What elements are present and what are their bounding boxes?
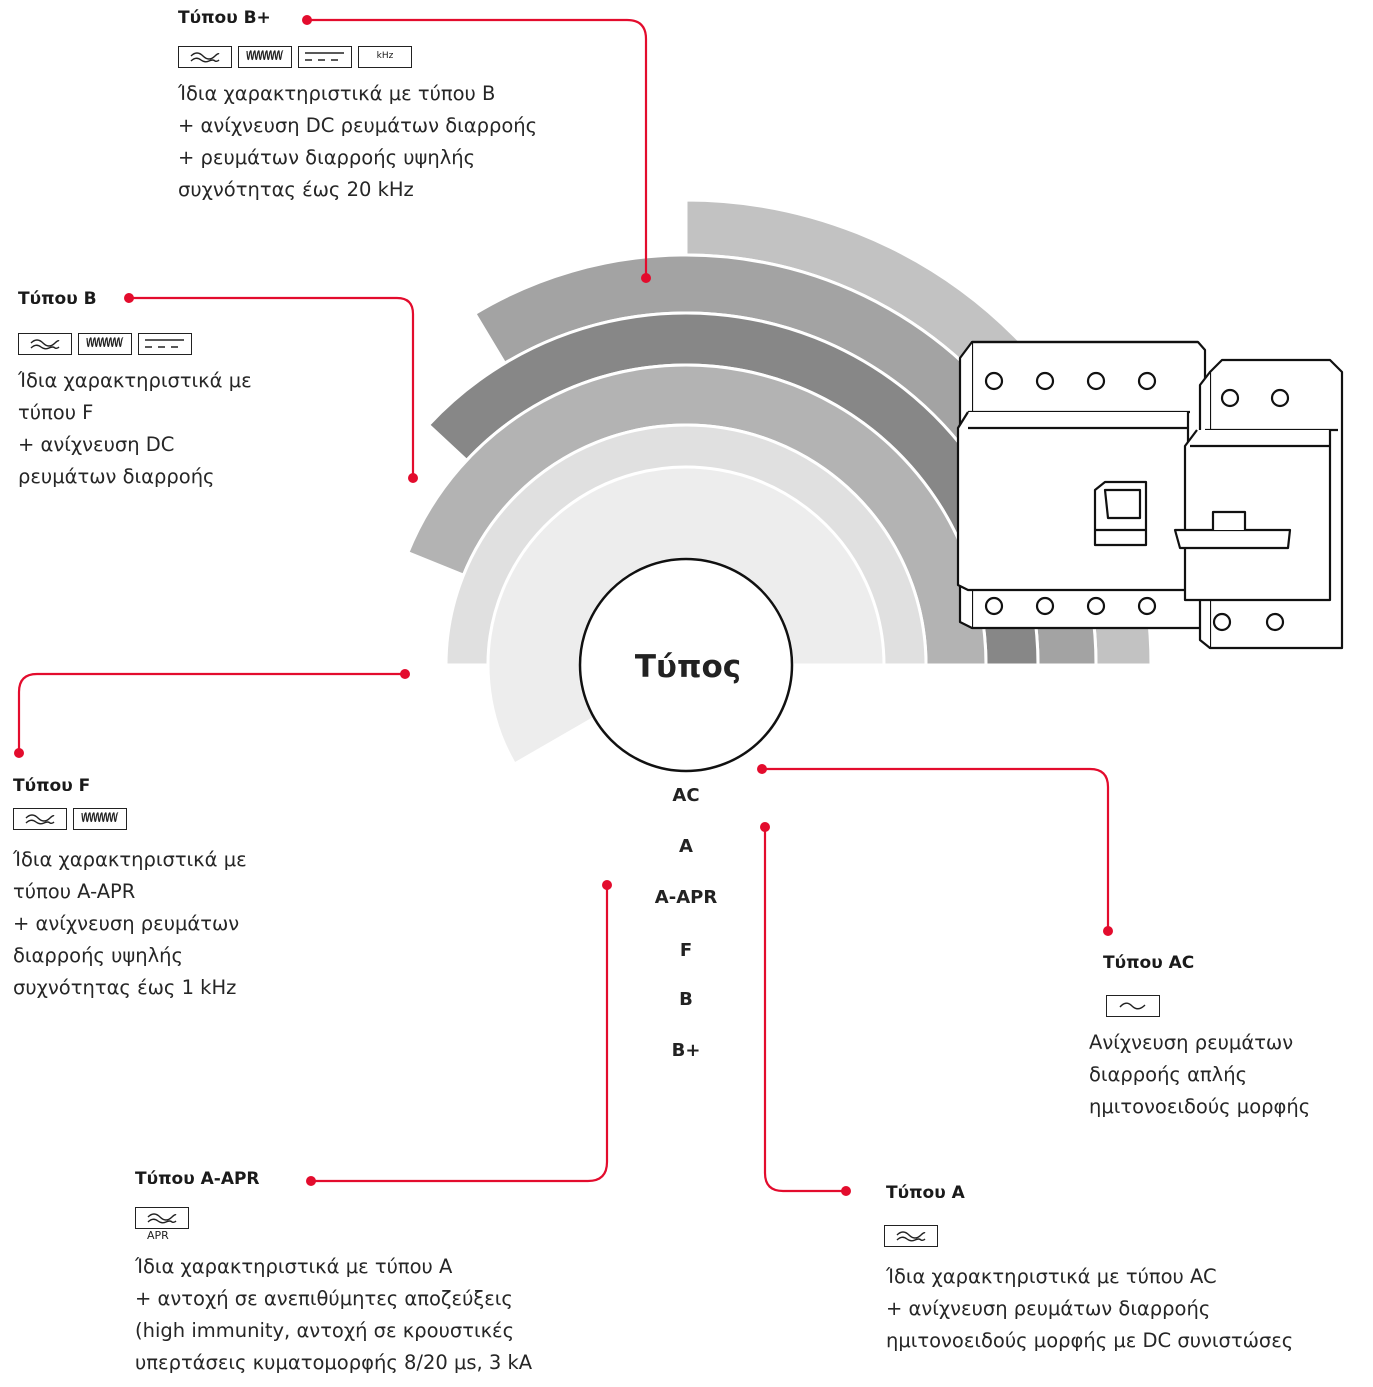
hf-wave-icon — [73, 808, 127, 830]
type-b-icons — [18, 333, 252, 355]
connector-f — [17, 672, 405, 753]
type-b-title: Τύπου B — [18, 289, 97, 309]
type-f-title: Τύπου F — [13, 776, 91, 796]
connector-ac — [762, 767, 1110, 931]
type-a-icons — [884, 1225, 1293, 1247]
type-bplus-block: Τύπου B+ kHz Ίδια χαρακτηριστικά με τύπο… — [178, 8, 537, 206]
type-b-block: Τύπου B Ίδια χαρακτηριστικά με τύπου F +… — [18, 289, 252, 493]
ring-label-f: F — [680, 940, 692, 961]
hf-wave-icon — [238, 46, 292, 68]
connector-dots — [14, 15, 1113, 1196]
breaker-illustration — [956, 340, 1344, 650]
type-ac-block: Τύπου AC Ανίχνευση ρευμάτων διαρροής απλ… — [1089, 953, 1310, 1123]
connector-aapr — [311, 885, 609, 1183]
type-f-icons — [13, 808, 247, 830]
hf-wave-icon — [78, 333, 132, 355]
type-f-description: Ίδια χαρακτηριστικά με τύπου A-APR + ανί… — [13, 848, 247, 999]
type-bplus-icons: kHz — [178, 46, 537, 68]
connector-a — [763, 827, 846, 1193]
sine-pulse-icon — [18, 333, 72, 355]
ring-label-bplus: B+ — [672, 1040, 701, 1061]
type-ac-description: Ανίχνευση ρευμάτων διαρροής απλής ημιτον… — [1089, 1031, 1311, 1118]
type-bplus-description: Ίδια χαρακτηριστικά με τύπου B + ανίχνευ… — [178, 82, 538, 201]
type-aapr-icons: APR — [135, 1207, 532, 1242]
type-aapr-block: Τύπου A-APR APR Ίδια χαρακτηριστικά με τ… — [135, 1169, 532, 1379]
apr-label: APR — [147, 1229, 169, 1242]
connector-b — [129, 296, 415, 478]
type-a-description: Ίδια χαρακτηριστικά με τύπου AC + ανίχνε… — [886, 1265, 1294, 1352]
type-aapr-description: Ίδια χαρακτηριστικά με τύπου A + αντοχή … — [135, 1255, 533, 1374]
sine-pulse-icon — [13, 808, 67, 830]
sine-pulse-icon — [884, 1225, 938, 1247]
ring-label-b: B — [679, 989, 693, 1010]
type-aapr-title: Τύπου A-APR — [135, 1169, 260, 1189]
sine-icon — [1106, 995, 1160, 1017]
ring-label-ac: AC — [672, 785, 699, 806]
type-a-block: Τύπου A Ίδια χαρακτηριστικά με τύπου AC … — [884, 1183, 1294, 1357]
type-f-block: Τύπου F Ίδια χαρακτηριστικά με τύπου A-A… — [13, 776, 247, 1004]
ring-label-aapr: A-APR — [655, 887, 718, 908]
type-ac-title: Τύπου AC — [1103, 953, 1195, 973]
sine-pulse-apr-icon — [135, 1207, 189, 1229]
type-bplus-title: Τύπου B+ — [178, 8, 271, 28]
connector-bplus — [307, 18, 648, 278]
type-a-title: Τύπου A — [886, 1183, 965, 1203]
center-label: Τύπος — [635, 649, 741, 685]
dc-icon — [138, 333, 192, 355]
sine-pulse-icon — [178, 46, 232, 68]
type-b-description: Ίδια χαρακτηριστικά με τύπου F + ανίχνευ… — [18, 369, 252, 488]
ring-label-a: A — [679, 836, 693, 857]
dc-icon — [298, 46, 352, 68]
center-circle — [578, 557, 794, 773]
type-ac-icons — [1106, 995, 1310, 1017]
connector-lines — [17, 18, 1110, 1193]
khz-icon: kHz — [358, 46, 412, 68]
